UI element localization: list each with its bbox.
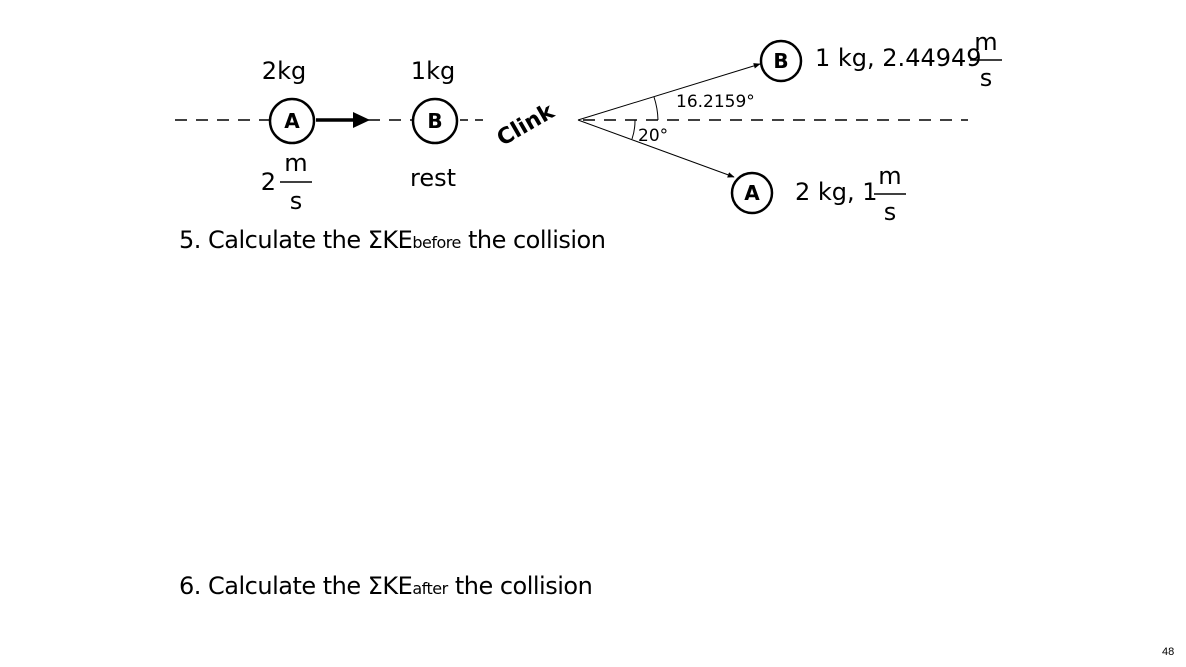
ball-b-after: B bbox=[759, 39, 803, 83]
ball-a-after-unit-num: m bbox=[878, 162, 901, 190]
angle-upper-label: 16.2159° bbox=[676, 92, 755, 112]
question-6-prefix: 6. Calculate the ΣKE bbox=[179, 572, 413, 600]
ball-a-after-letter: A bbox=[744, 181, 760, 205]
clink-text: Clink bbox=[493, 98, 560, 151]
question-6-subscript: after bbox=[412, 579, 448, 598]
question-5: 5. Calculate the ΣKEbefore the collision bbox=[179, 226, 606, 254]
question-5-prefix: 5. Calculate the ΣKE bbox=[179, 226, 413, 254]
ball-b-after-letter: B bbox=[773, 49, 788, 73]
ball-b-trajectory bbox=[577, 63, 761, 121]
ball-a-mass: 2kg bbox=[262, 57, 306, 85]
angle-arc-upper bbox=[653, 96, 659, 121]
ball-a-speed-unit-num: m bbox=[284, 149, 307, 177]
ball-b-after-mass-speed: 1 kg, 2.44949 bbox=[815, 44, 982, 72]
page-number: 48 bbox=[1162, 646, 1175, 658]
ball-a-after-unit-den: s bbox=[884, 198, 897, 226]
ball-b-after-label: 1 kg, 2.44949 m s bbox=[815, 28, 1002, 92]
question-6: 6. Calculate the ΣKEafter the collision bbox=[179, 572, 593, 600]
ball-a-after-mass-speed: 2 kg, 1 bbox=[795, 178, 878, 206]
ball-b-mass: 1kg bbox=[411, 57, 455, 85]
velocity-arrow bbox=[316, 112, 370, 128]
ball-a-speed: 2 m s bbox=[261, 149, 312, 215]
ball-a-trajectory bbox=[577, 119, 735, 178]
ball-b-state: rest bbox=[410, 164, 456, 192]
ball-b-before: B bbox=[411, 97, 459, 145]
ball-a-before: A bbox=[268, 97, 316, 145]
ball-b-letter: B bbox=[427, 109, 442, 133]
question-6-suffix: the collision bbox=[447, 572, 593, 600]
question-5-suffix: the collision bbox=[460, 226, 606, 254]
question-5-subscript: before bbox=[412, 233, 461, 252]
ball-a-after-label: 2 kg, 1 m s bbox=[795, 162, 906, 226]
ball-a-after: A bbox=[730, 171, 774, 215]
ball-a-speed-value: 2 bbox=[261, 168, 276, 196]
ball-b-after-unit-den: s bbox=[980, 64, 993, 92]
ball-a-speed-unit-den: s bbox=[290, 187, 303, 215]
angle-arc-lower bbox=[631, 119, 636, 140]
ball-b-after-unit-num: m bbox=[974, 28, 997, 56]
angle-lower-label: 20° bbox=[638, 126, 668, 146]
ball-a-letter: A bbox=[284, 109, 300, 133]
